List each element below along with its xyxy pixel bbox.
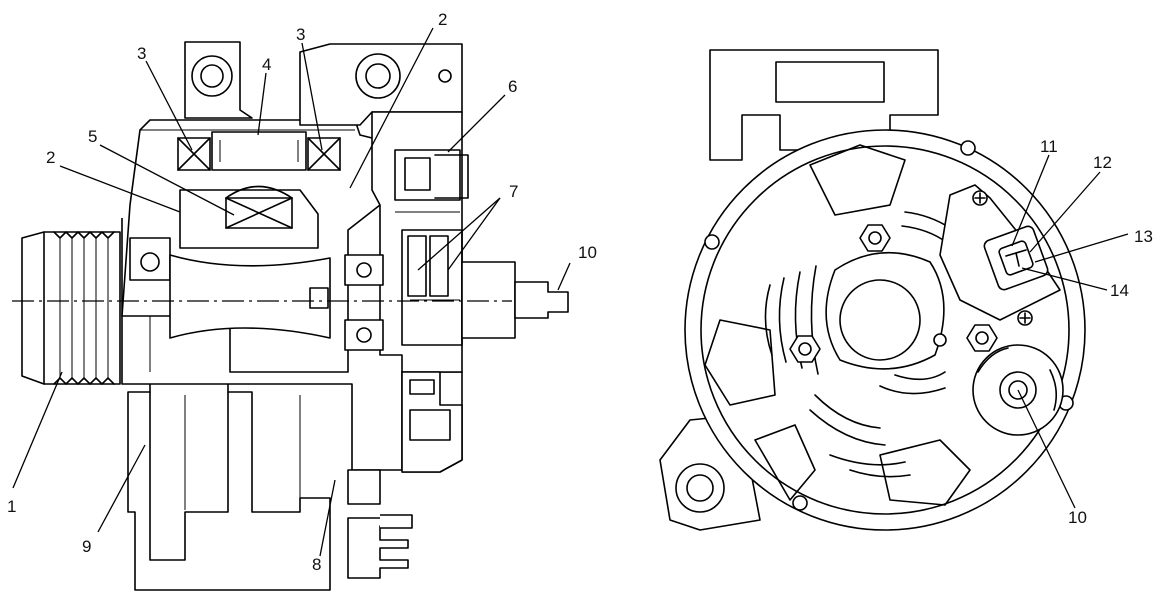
callout-labels: 1 2 2 3 3 4 5 6 7 8 9 10 10 11 12 13 14	[7, 10, 1153, 574]
callout-9: 9	[82, 537, 91, 556]
terminal-stud	[347, 469, 413, 579]
stator-core	[211, 131, 307, 171]
rotor-field-coil	[179, 185, 319, 249]
rear-end-view	[659, 49, 1086, 531]
mounting-nut-right	[966, 324, 998, 352]
callout-3-left: 3	[137, 44, 146, 63]
mounting-bracket	[127, 379, 331, 591]
callout-3-right: 3	[296, 25, 305, 44]
callout-10-left: 10	[578, 243, 597, 262]
perimeter-bolts	[704, 140, 1074, 511]
callout-2-left: 2	[46, 148, 55, 167]
callout-8: 8	[312, 555, 321, 574]
callout-10-right: 10	[1068, 508, 1087, 527]
callout-12: 12	[1093, 153, 1112, 172]
callout-13: 13	[1134, 227, 1153, 246]
upper-mounting-ear	[184, 41, 253, 119]
connector-plug	[983, 225, 1049, 291]
callout-11: 11	[1040, 137, 1058, 156]
sectional-side-view	[12, 41, 569, 591]
leader-lines	[12, 27, 1129, 557]
callout-14: 14	[1110, 281, 1129, 300]
rotor-shaft	[169, 254, 331, 339]
front-bearing	[129, 237, 171, 281]
callout-7: 7	[509, 182, 518, 201]
mounting-nut-left	[789, 335, 821, 363]
callout-5: 5	[88, 127, 97, 146]
callout-1: 1	[7, 497, 16, 516]
callout-2-top: 2	[438, 10, 447, 29]
rear-bearing	[344, 254, 384, 351]
shaft-extension	[461, 261, 569, 339]
central-hub	[839, 279, 921, 361]
hub-rim	[825, 251, 945, 370]
stator-coil-left	[177, 137, 211, 171]
callout-4: 4	[262, 55, 271, 74]
pulley	[21, 231, 121, 385]
lower-rear-cover	[401, 371, 463, 473]
rear-housing-inner-ring	[700, 145, 1070, 515]
rear-cover	[371, 111, 469, 373]
mounting-nut-top	[859, 224, 891, 252]
stator-coil-right	[307, 137, 341, 171]
housing-pads	[704, 144, 971, 506]
callout-6: 6	[508, 77, 517, 96]
